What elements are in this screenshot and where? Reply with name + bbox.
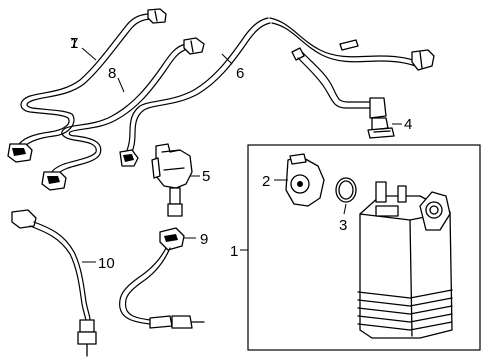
callout-7: 1 [70,35,78,52]
callout-5: 5 [202,168,210,185]
callout-8: 8 [108,65,116,82]
leader-lines [81,47,402,263]
part-7-hose [7,8,167,163]
callout-3: 3 [339,217,347,234]
callout-2: 2 [262,173,270,190]
callout-10: 10 [98,255,115,272]
part-1-box [247,144,481,351]
part-8-hose [41,37,205,191]
part-9-sensor [119,227,205,329]
part-5-solenoid [151,143,193,217]
callout-4: 4 [404,116,412,133]
part-3-o-ring [335,177,357,203]
part-10-sensor [11,209,97,357]
callout-6: 6 [236,65,244,82]
part-6-hose [119,17,435,167]
callout-7-label: 7 [70,35,78,52]
part-4-valve-hose [291,47,395,139]
callout-9: 9 [200,231,208,248]
part-2-valve [285,153,325,207]
part-1-canister [357,181,453,339]
callout-1: 1 [230,243,238,260]
